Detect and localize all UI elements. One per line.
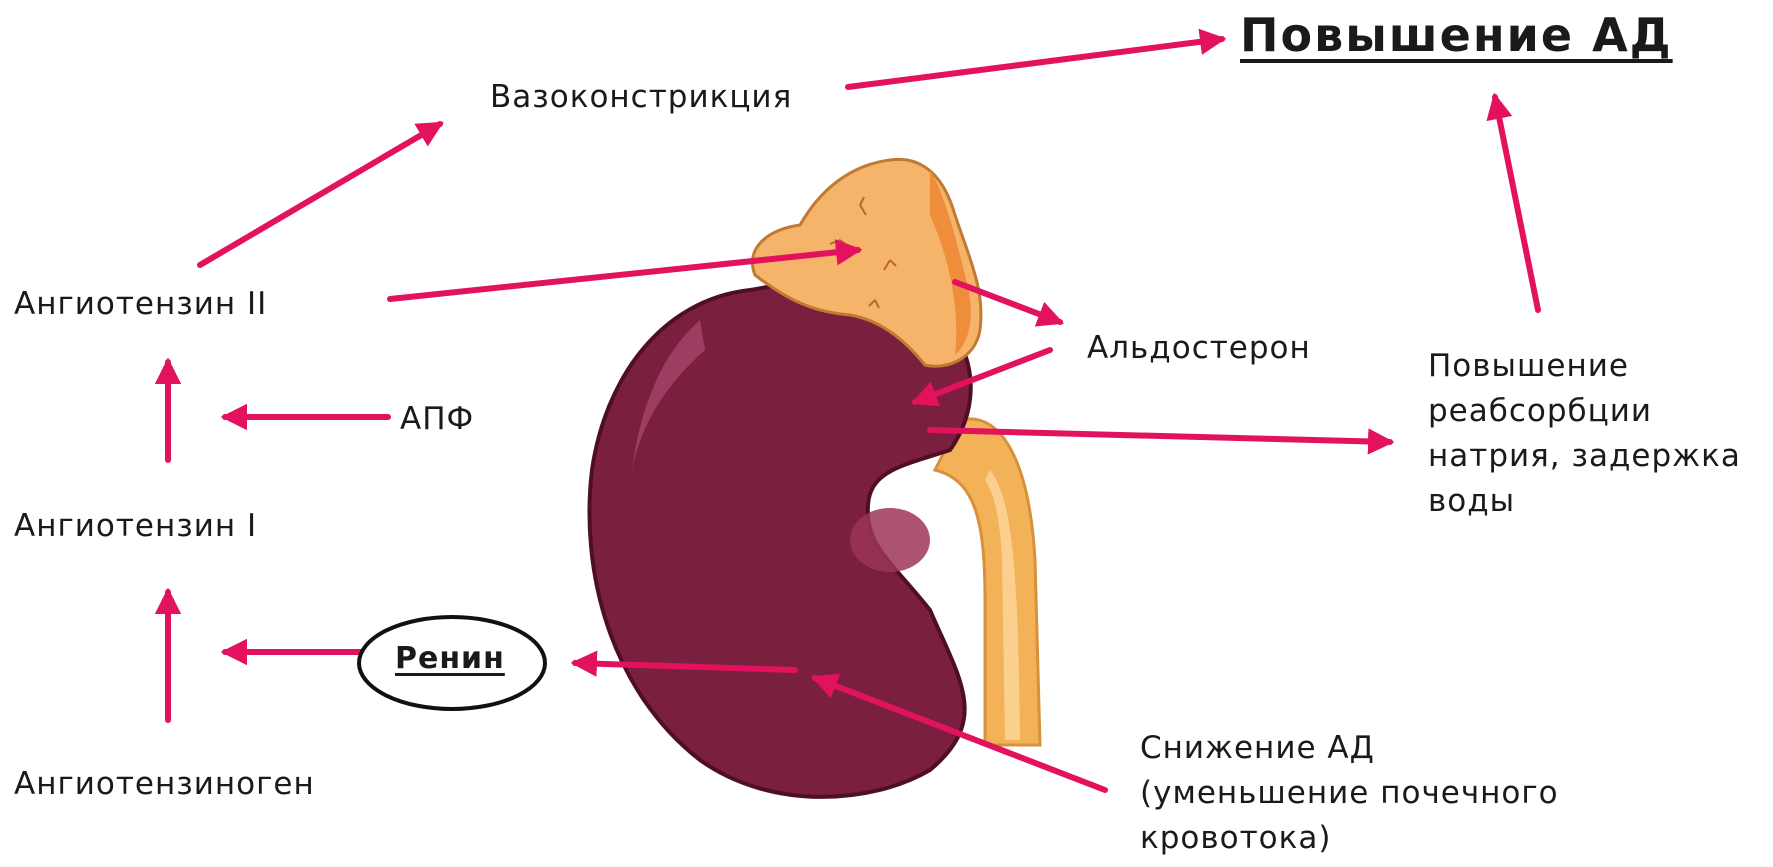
reabsorption-line-3: натрия, задержка — [1428, 434, 1741, 479]
reabsorption-line-1: Повышение — [1428, 344, 1741, 389]
result-label: Повышение АД — [1240, 8, 1673, 63]
bp-decrease-label: Снижение АД (уменьшение почечного кровот… — [1140, 726, 1559, 861]
angiotensin-1-label: Ангиотензин I — [14, 508, 257, 545]
vasoconstriction-label: Вазоконстрикция — [490, 79, 792, 116]
reabsorption-line-2: реабсорбции — [1428, 389, 1741, 434]
arrow-reabsorption-to-result — [1495, 97, 1538, 310]
angiotensin-2-label: Ангиотензин II — [14, 286, 267, 323]
bp-decrease-line-1: Снижение АД — [1140, 726, 1559, 771]
kidney-hilum — [850, 508, 930, 572]
reabsorption-line-4: воды — [1428, 479, 1741, 524]
aldosterone-label: Альдостерон — [1087, 330, 1311, 367]
arrow-vasoconstriction-to-result — [848, 39, 1222, 87]
reabsorption-label: Повышение реабсорбции натрия, задержка в… — [1428, 344, 1741, 524]
angiotensinogen-label: Ангиотензиноген — [14, 766, 315, 803]
bp-decrease-line-2: (уменьшение почечного — [1140, 771, 1559, 816]
renin-label: Ренин — [395, 641, 505, 677]
ace-label: АПФ — [400, 401, 474, 438]
bp-decrease-line-3: кровотока) — [1140, 816, 1559, 861]
arrow-angiotensin-2-to-vasoconstriction — [200, 124, 440, 265]
